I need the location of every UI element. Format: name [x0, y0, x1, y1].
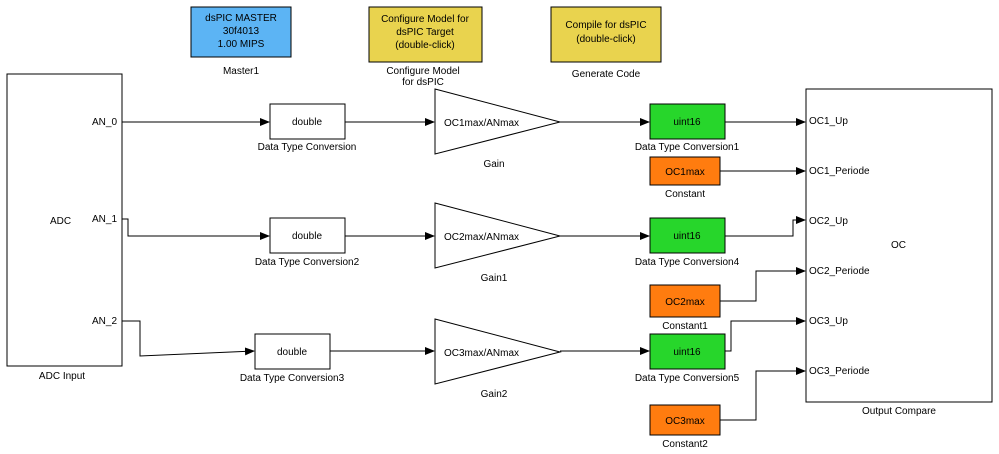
gain1-block[interactable]: OC2max/ANmax — [434, 202, 562, 269]
data-type-conversion5-body — [649, 333, 726, 370]
output-compare-label: OC — [891, 240, 906, 251]
generate-line-1: Compile for dsPIC — [565, 20, 646, 31]
gain1-triangle — [434, 202, 562, 269]
gain-caption: Gain — [483, 159, 504, 170]
data-type-conversion5-block[interactable]: uint16 — [649, 333, 726, 370]
constant1-label: OC2max — [665, 297, 704, 308]
data-type-conversion1-body — [649, 103, 726, 140]
data-type-conversion1-label: uint16 — [673, 117, 701, 128]
output-compare-block[interactable]: OC OC1_Up OC1_Periode OC2_Up OC2_Periode… — [805, 88, 993, 403]
gain-triangle — [434, 88, 562, 155]
data-type-conversion-label: double — [292, 117, 322, 128]
constant2-label: OC3max — [665, 416, 704, 427]
gain-block[interactable]: OC1max/ANmax — [434, 88, 562, 155]
port-oc1-periode: OC1_Periode — [809, 166, 870, 177]
data-type-conversion1-block[interactable]: uint16 — [649, 103, 726, 140]
wire-conversion4-to-oc2-up — [725, 216, 806, 237]
constant2-caption: Constant2 — [662, 439, 708, 450]
data-type-conversion3-caption: Data Type Conversion3 — [240, 373, 345, 384]
configure-block[interactable]: Configure Model for dsPIC Target (double… — [368, 6, 483, 63]
configure-block-body — [368, 6, 483, 63]
port-oc3-up: OC3_Up — [809, 316, 848, 327]
data-type-conversion3-body — [254, 333, 331, 370]
constant1-body — [649, 284, 721, 318]
configure-line-2: dsPIC Target — [396, 27, 454, 38]
master-block[interactable]: dsPIC MASTER 30f4013 1.00 MIPS — [190, 6, 292, 58]
data-type-conversion1-caption: Data Type Conversion1 — [635, 142, 740, 153]
configure-line-1: Configure Model for — [381, 14, 469, 25]
data-type-conversion2-body — [269, 217, 346, 254]
data-type-conversion5-label: uint16 — [673, 347, 701, 358]
adc-port-an0: AN_0 — [92, 117, 117, 128]
configure-line-3: (double-click) — [395, 40, 454, 51]
data-type-conversion4-label: uint16 — [673, 231, 701, 242]
constant-body — [649, 156, 721, 186]
constant2-body — [649, 404, 721, 436]
data-type-conversion3-block[interactable]: double — [254, 333, 331, 370]
gain-label: OC1max/ANmax — [444, 118, 519, 129]
generate-caption: Generate Code — [572, 69, 641, 80]
adc-block[interactable]: ADC AN_0 AN_1 AN_2 — [6, 73, 123, 367]
port-oc2-periode: OC2_Periode — [809, 266, 870, 277]
master-caption: Master1 — [223, 66, 260, 77]
data-type-conversion2-caption: Data Type Conversion2 — [255, 257, 360, 268]
adc-port-an2: AN_2 — [92, 316, 117, 327]
port-oc3-periode: OC3_Periode — [809, 366, 870, 377]
constant2-block[interactable]: OC3max — [649, 404, 721, 436]
port-oc2-up: OC2_Up — [809, 216, 848, 227]
data-type-conversion5-caption: Data Type Conversion5 — [635, 373, 740, 384]
data-type-conversion4-body — [649, 217, 726, 254]
gain2-label: OC3max/ANmax — [444, 348, 519, 359]
data-type-conversion-body — [269, 103, 346, 140]
data-type-conversion2-label: double — [292, 231, 322, 242]
wire-an1-to-conversion2 — [122, 218, 270, 240]
configure-caption-2: for dsPIC — [402, 77, 444, 88]
gain1-label: OC2max/ANmax — [444, 232, 519, 243]
gain2-block[interactable]: OC3max/ANmax — [434, 318, 562, 385]
master-line-3: 1.00 MIPS — [218, 39, 265, 50]
output-compare-body — [805, 88, 993, 403]
data-type-conversion3-label: double — [277, 347, 307, 358]
data-type-conversion-block[interactable]: double — [269, 103, 346, 140]
wire-constant1-to-oc2-periode — [720, 267, 806, 302]
wire-constant2-to-oc3-periode — [720, 367, 806, 421]
adc-caption: ADC Input — [39, 371, 85, 382]
gain1-caption: Gain1 — [481, 273, 508, 284]
port-oc1-up: OC1_Up — [809, 116, 848, 127]
wire-an2-to-conversion3 — [122, 320, 255, 357]
master-block-body — [190, 6, 292, 58]
constant1-block[interactable]: OC2max — [649, 284, 721, 318]
data-type-conversion4-caption: Data Type Conversion4 — [635, 257, 740, 268]
wire-conversion5-to-oc3-up — [725, 317, 806, 352]
master-line-1: dsPIC MASTER — [205, 13, 277, 24]
adc-label: ADC — [50, 216, 71, 227]
adc-port-an1: AN_1 — [92, 214, 117, 225]
constant-block[interactable]: OC1max — [649, 156, 721, 186]
output-compare-caption: Output Compare — [862, 406, 936, 417]
generate-block[interactable]: Compile for dsPIC (double-click) — [550, 6, 662, 63]
master-line-2: 30f4013 — [223, 26, 260, 37]
generate-line-2: (double-click) — [576, 34, 635, 45]
gain2-caption: Gain2 — [481, 389, 508, 400]
data-type-conversion2-block[interactable]: double — [269, 217, 346, 254]
constant1-caption: Constant1 — [662, 321, 708, 332]
data-type-conversion4-block[interactable]: uint16 — [649, 217, 726, 254]
constant-caption: Constant — [665, 189, 705, 200]
generate-block-body — [550, 6, 662, 63]
configure-caption-1: Configure Model — [386, 66, 459, 77]
gain2-triangle — [434, 318, 562, 385]
data-type-conversion-caption: Data Type Conversion — [258, 142, 357, 153]
adc-block-body — [6, 73, 123, 367]
constant-label: OC1max — [665, 167, 704, 178]
